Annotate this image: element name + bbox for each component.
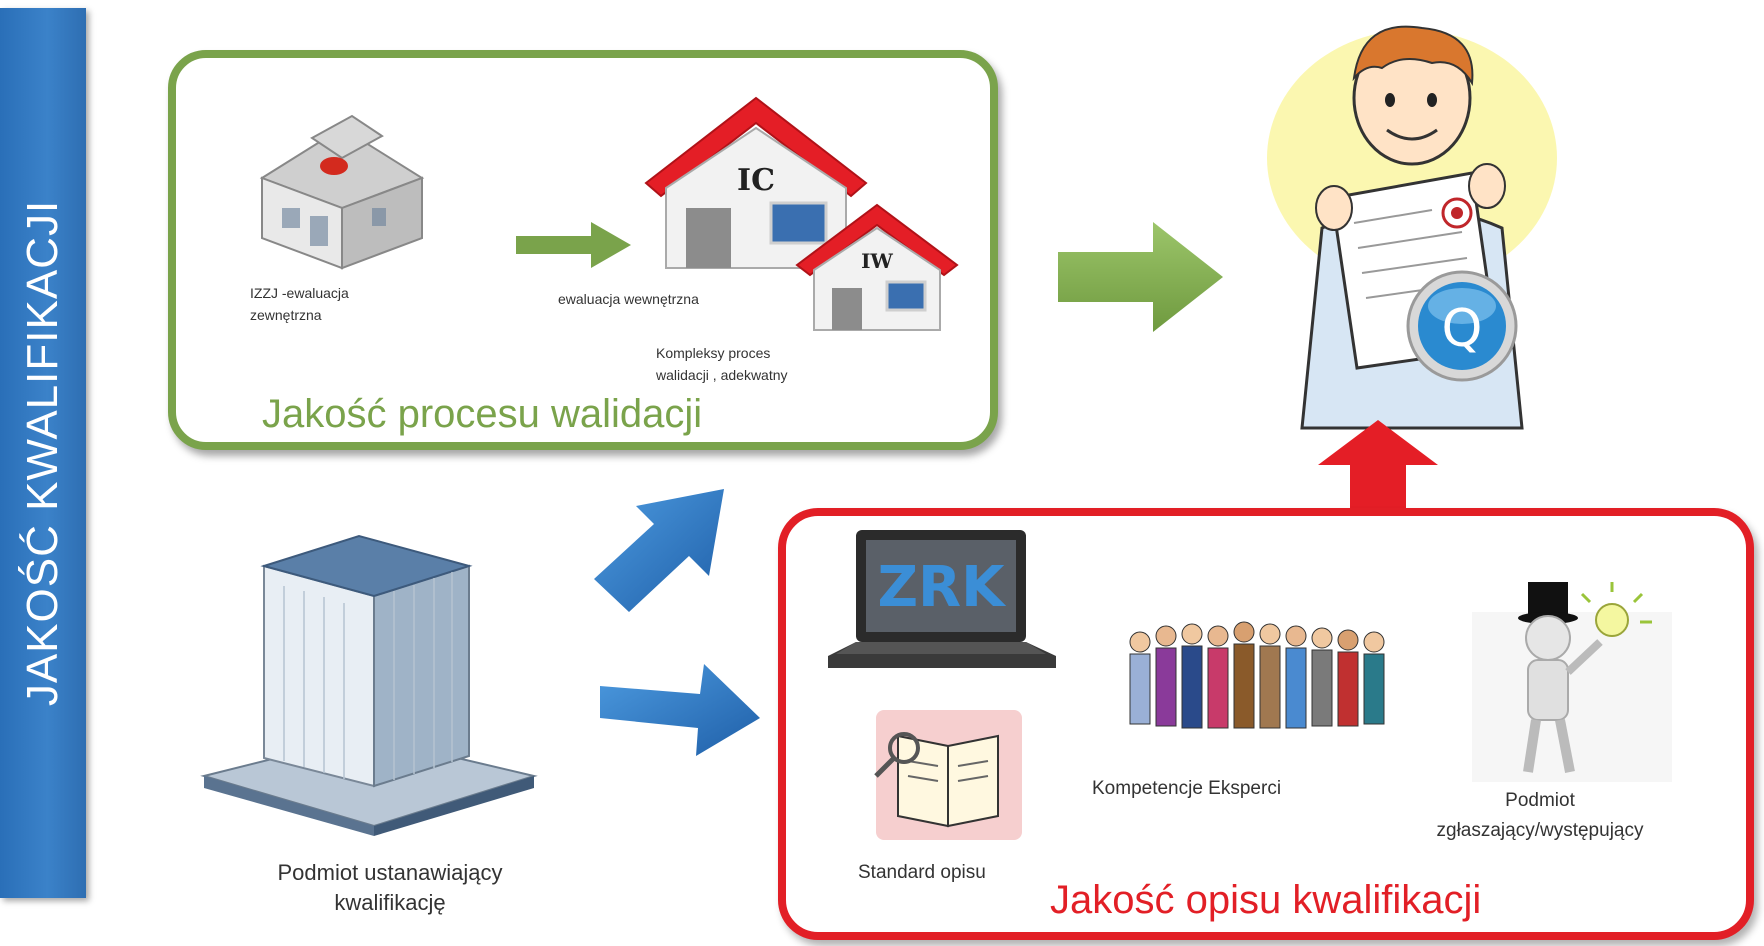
- submitter-label-line2: zgłaszający/występujący: [1436, 820, 1644, 841]
- submitter-figure-icon: [1472, 582, 1672, 782]
- validation-quality-title: Jakość procesu walidacji: [262, 392, 703, 436]
- certified-person-icon: Q: [1267, 25, 1557, 430]
- experts-label: Kompetencje Eksperci: [1092, 778, 1282, 799]
- ic-house-icon: IC: [644, 96, 868, 269]
- green-large-arrow-icon: [1058, 222, 1223, 332]
- izzj-label-line1: IZZJ -ewaluacja: [250, 285, 349, 301]
- experts-group-icon: [1129, 621, 1385, 729]
- blue-arrow-up-right-icon: [594, 489, 724, 612]
- submitter-label: Podmiot zgłaszający/występujący: [1380, 786, 1700, 846]
- side-title: JAKOŚĆ KWALIFIKACJI: [18, 199, 67, 707]
- izzj-label-line2: zewnętrzna: [250, 307, 322, 323]
- izzj-label: IZZJ -ewaluacja zewnętrzna: [250, 282, 349, 326]
- office-building-icon: [200, 534, 538, 836]
- q-badge-text: Q: [1442, 299, 1483, 359]
- process-label-line2: walidacji , adekwatny: [656, 367, 788, 383]
- red-up-arrow-icon: [1318, 420, 1438, 520]
- establishing-label-line1: Podmiot ustanawiający: [277, 860, 503, 885]
- zrk-laptop-icon: ZRK: [828, 530, 1056, 668]
- establishing-entity-label: Podmiot ustanawiający kwalifikację: [200, 858, 580, 918]
- standard-book-icon: [874, 710, 1022, 840]
- process-label-line1: Kompleksy proces: [656, 345, 771, 361]
- green-small-arrow-icon: [516, 222, 631, 268]
- zrk-text: ZRK: [877, 555, 1007, 620]
- establishing-label-line2: kwalifikację: [334, 890, 446, 915]
- internal-eval-label: ewaluacja wewnętrzna: [558, 291, 699, 307]
- process-label: Kompleksy proces walidacji , adekwatny: [656, 342, 788, 386]
- ic-text: IC: [737, 163, 775, 198]
- standard-label: Standard opisu: [858, 862, 986, 883]
- iw-house-icon: IW: [795, 203, 959, 331]
- external-evaluation-building-icon: [259, 114, 425, 270]
- description-quality-title: Jakość opisu kwalifikacji: [1050, 878, 1482, 922]
- iw-text: IW: [861, 249, 893, 273]
- side-banner: JAKOŚĆ KWALIFIKACJI: [0, 8, 86, 898]
- blue-arrow-right-icon: [600, 664, 760, 756]
- submitter-label-line1: Podmiot: [1505, 790, 1575, 811]
